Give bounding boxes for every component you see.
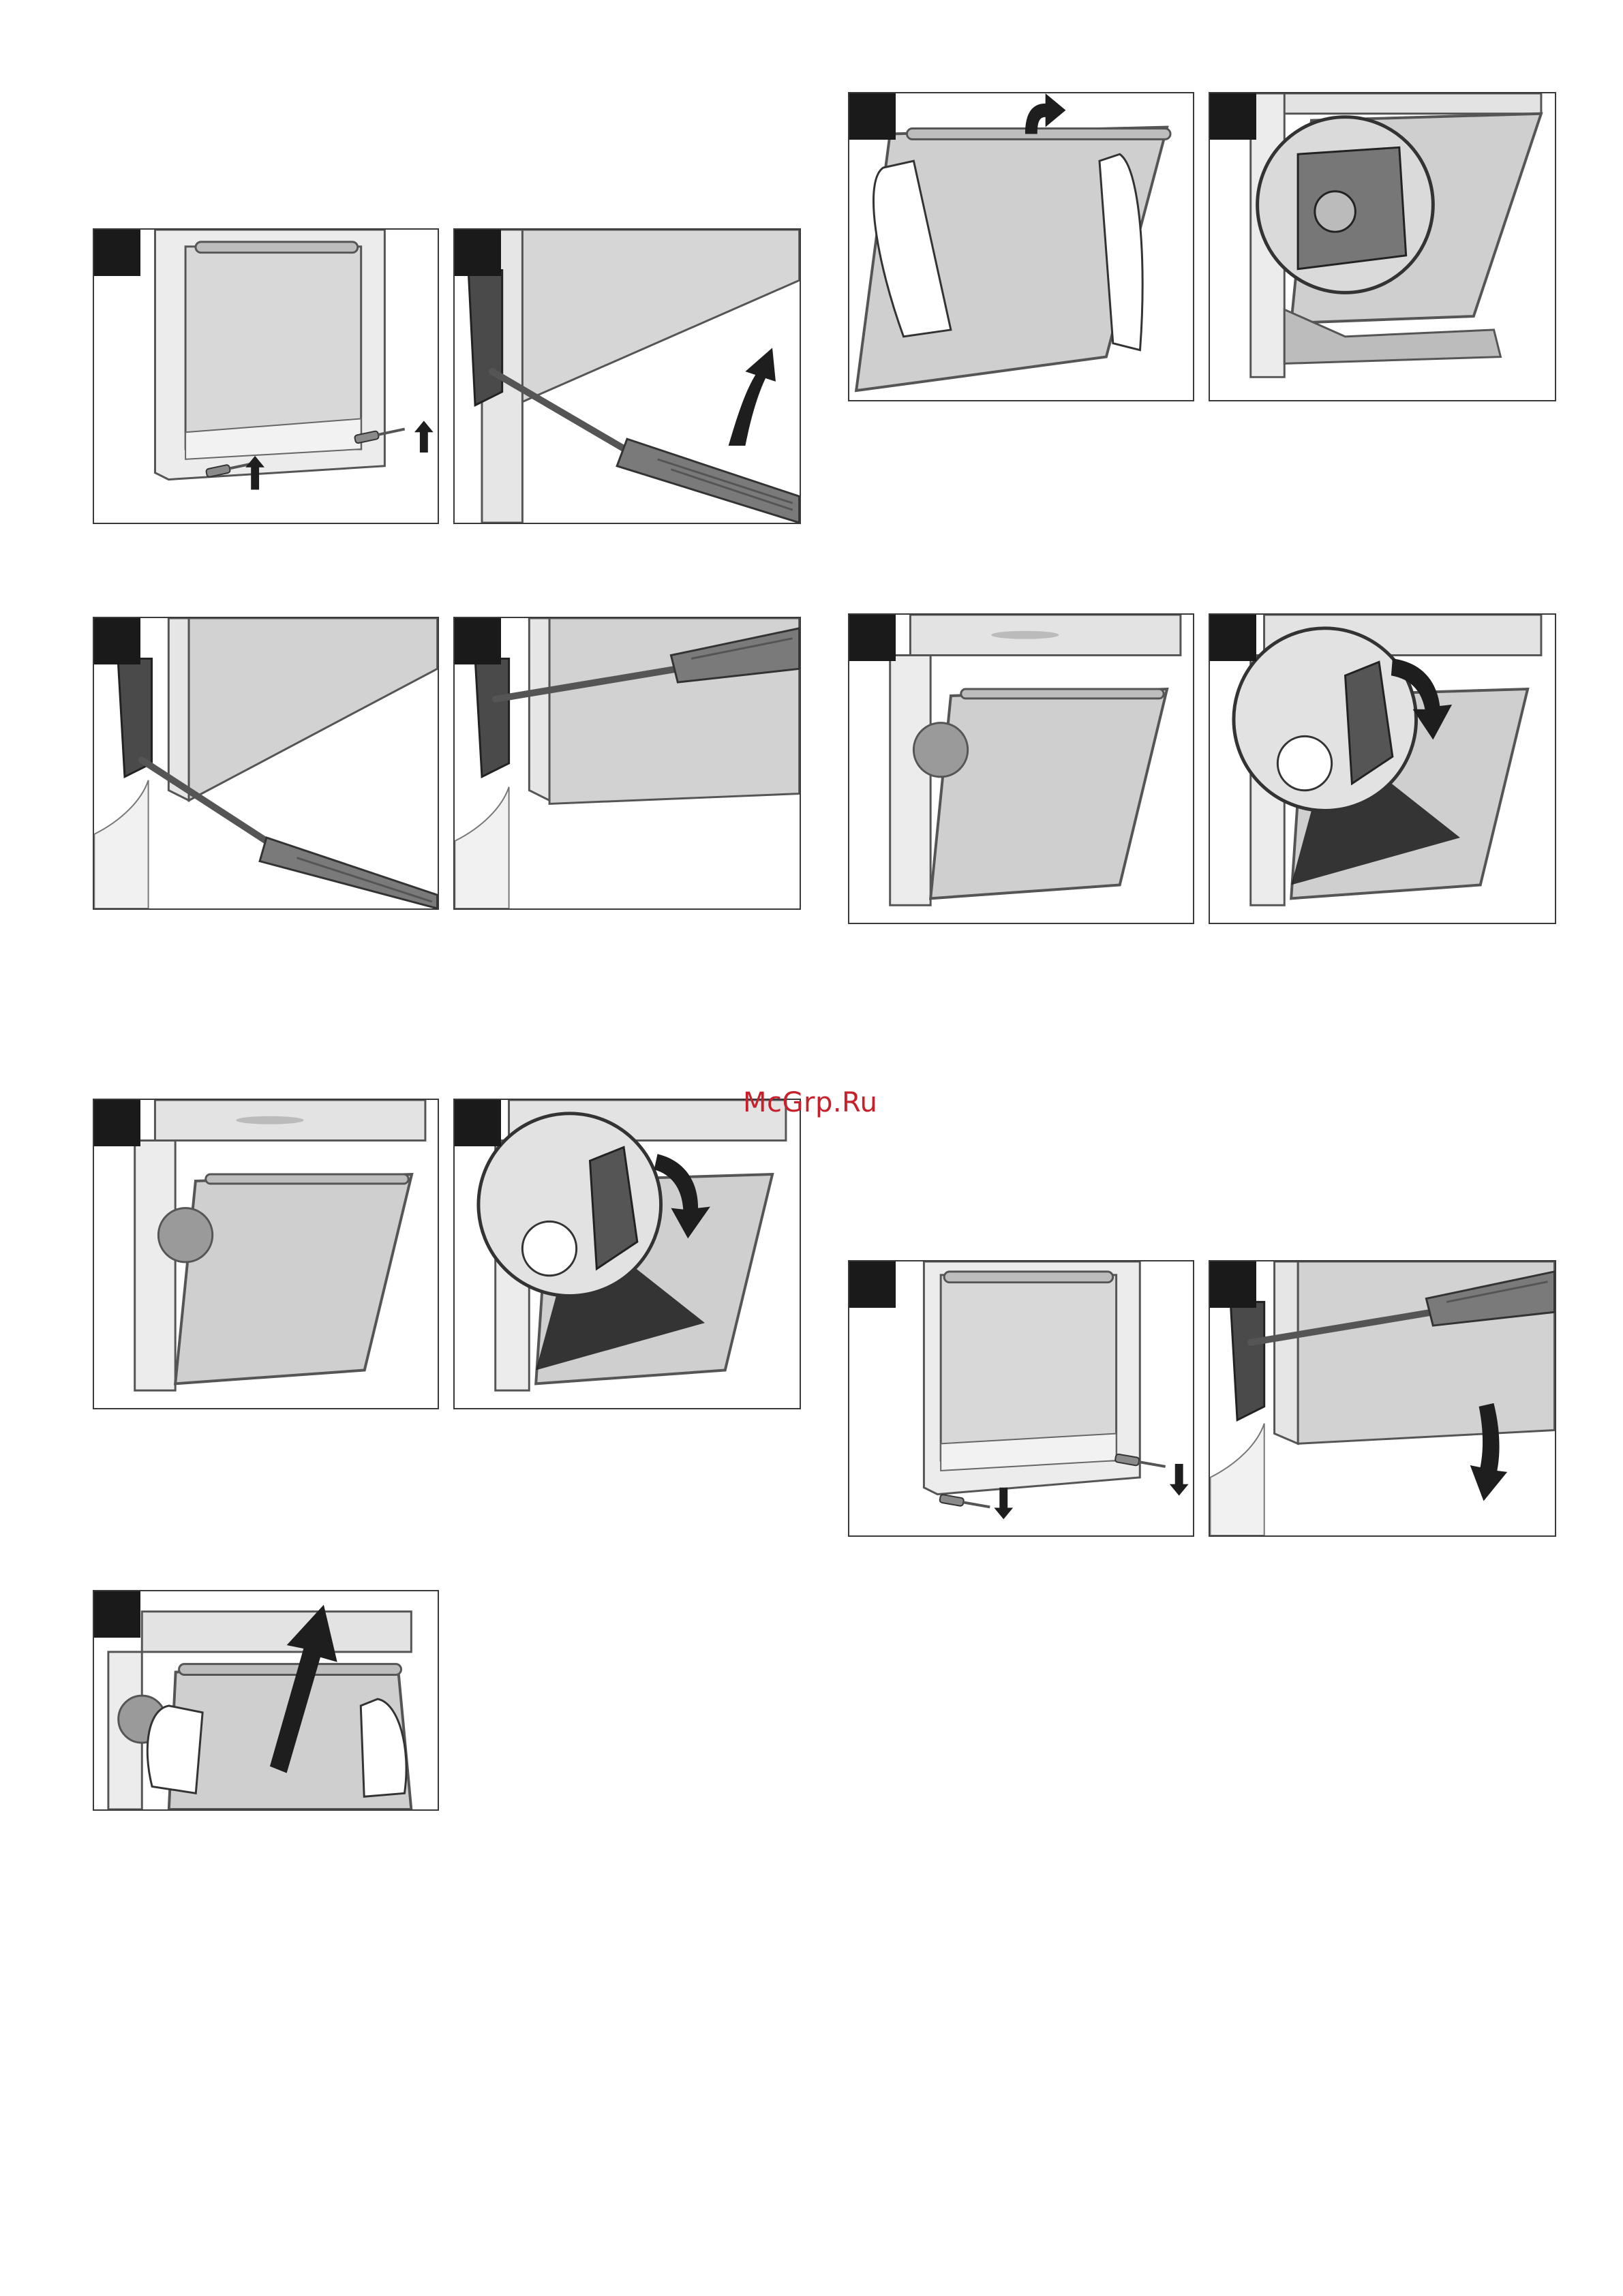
step-number-badge bbox=[849, 615, 896, 661]
figure-panel-10 bbox=[848, 613, 1194, 924]
step-number-badge bbox=[1210, 615, 1256, 661]
step-number-badge bbox=[94, 230, 140, 276]
step-number-badge bbox=[455, 618, 501, 664]
figure-panel-11 bbox=[1209, 613, 1556, 924]
figure-panel-1 bbox=[93, 228, 439, 524]
illustration-door-open-hinge-zoom bbox=[1210, 615, 1555, 923]
step-number-badge bbox=[1210, 1261, 1256, 1308]
step-number-badge bbox=[455, 230, 501, 276]
step-number-badge bbox=[94, 1100, 140, 1146]
watermark-text: McGrp.Ru bbox=[743, 1087, 877, 1118]
figure-panel-12 bbox=[848, 1260, 1194, 1537]
illustration-hinge-screwdriver-upper bbox=[1210, 1261, 1555, 1535]
figure-panel-8 bbox=[848, 92, 1194, 401]
step-number-badge bbox=[94, 618, 140, 664]
illustration-door-closed-screwdrivers-up bbox=[94, 230, 438, 523]
figure-panel-13 bbox=[1209, 1260, 1556, 1537]
figure-panel-2 bbox=[453, 228, 801, 524]
step-number-badge bbox=[455, 1100, 501, 1146]
figure-panel-9 bbox=[1209, 92, 1556, 401]
step-number-badge bbox=[849, 1261, 896, 1308]
illustration-lift-door-out bbox=[94, 1591, 438, 1809]
illustration-door-closed-screwdrivers-down bbox=[849, 1261, 1193, 1535]
illustration-door-open-tilted bbox=[849, 615, 1193, 923]
illustration-door-open-tilted bbox=[94, 1100, 438, 1408]
step-number-badge bbox=[849, 93, 896, 140]
figure-panel-7 bbox=[93, 1590, 439, 1811]
illustration-door-open-hinge-zoom bbox=[455, 1100, 800, 1408]
illustration-hinge-screwdriver-lower bbox=[94, 618, 438, 908]
step-number-badge bbox=[1210, 93, 1256, 140]
illustration-door-hinge-zoom-inserted bbox=[1210, 93, 1555, 400]
illustration-hinge-screwdriver-upper bbox=[455, 618, 800, 908]
figure-panel-4 bbox=[453, 617, 801, 910]
illustration-hinge-screwdriver-lower bbox=[455, 230, 800, 523]
figure-panel-5 bbox=[93, 1099, 439, 1409]
hinge-zoom-circle bbox=[479, 1114, 661, 1296]
hand-icon bbox=[147, 1706, 202, 1793]
illustration-hands-insert-door bbox=[849, 93, 1193, 400]
figure-panel-6 bbox=[453, 1099, 801, 1409]
hinge-zoom-circle bbox=[1234, 628, 1416, 811]
step-number-badge bbox=[94, 1591, 140, 1638]
figure-panel-3 bbox=[93, 617, 439, 910]
